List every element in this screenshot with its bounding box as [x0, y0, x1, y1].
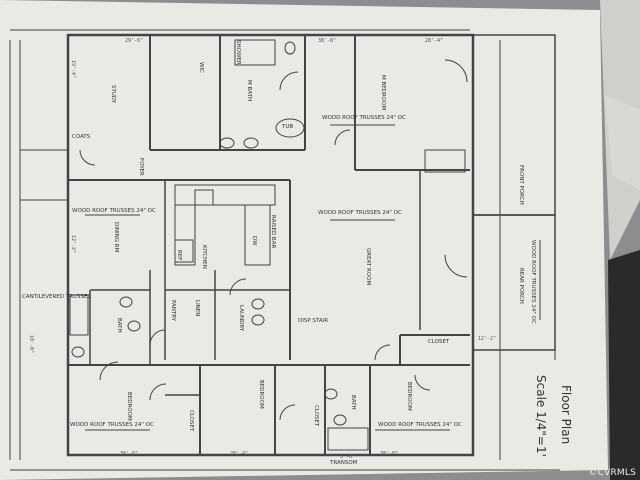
- bedroom-2-label: BEDROOM: [258, 380, 264, 409]
- trusses-note-6: WOOD ROOF TRUSSES 24" OC: [530, 240, 536, 324]
- bath-1-label: BATH: [116, 318, 122, 333]
- bath-2-label: BATH: [350, 395, 356, 410]
- closet-3-label: CLOSET: [313, 405, 319, 427]
- tub-label: TUB: [281, 124, 293, 130]
- closet-1-label: CLOSET: [428, 339, 450, 345]
- dining-label: DINING RM: [113, 222, 119, 253]
- paper: [0, 0, 608, 480]
- kitchen-label: KITCHEN: [201, 245, 207, 269]
- dim-3: 28'-4": [425, 38, 443, 44]
- great-room-label: GREAT ROOM: [365, 248, 371, 285]
- linen-label: LINEN: [194, 300, 200, 316]
- laundry-label: LAUNDRY: [238, 305, 244, 332]
- disp-stair-label: DISP STAIR: [298, 318, 328, 324]
- m-bath-label: M BATH: [246, 80, 252, 101]
- m-bedroom-label: M BEDROOM: [380, 75, 386, 110]
- plan-scale: Scale 1/4"=1': [534, 375, 548, 457]
- dw-label: DW: [251, 236, 257, 246]
- dim-7: 28'-4": [230, 451, 248, 457]
- shower-label: SHOWER: [235, 40, 241, 65]
- bedroom-1-label: BEDROOM: [126, 392, 132, 421]
- trusses-note-5: WOOD ROOF TRUSSES 24" OC: [378, 422, 462, 428]
- wic-label: WIC: [198, 62, 204, 73]
- trusses-note-4: WOOD ROOF TRUSSES 24" OC: [70, 422, 154, 428]
- ref-label: REF: [176, 250, 182, 260]
- study-label: STUDY: [110, 85, 116, 104]
- plan-title: Floor Plan: [559, 385, 573, 444]
- rear-porch-label: REAR PORCH: [518, 268, 524, 304]
- dim-9: 10'-0": [28, 335, 34, 353]
- watermark: ©CVRMLS: [588, 468, 636, 478]
- dim-8: 3'-0": [340, 454, 355, 460]
- dim-6: 38'-8": [120, 451, 138, 457]
- coats-label: COATS: [72, 134, 91, 140]
- closet-2-label: CLOSET: [188, 410, 194, 432]
- raised-bar-label: RAISED BAR: [270, 215, 276, 248]
- cantilevered-label: CANTILEVERED TRUSSES: [22, 294, 91, 300]
- transom-label: TRANSOM: [329, 460, 358, 466]
- bedroom-3-label: BEDROOM: [406, 382, 412, 411]
- trusses-note-1: WOOD ROOF TRUSSES 24" OC: [322, 115, 406, 121]
- dim-11: 38'-8": [380, 451, 398, 457]
- trusses-note-2: WOOD ROOF TRUSSES 24" OC: [318, 210, 402, 216]
- foyer-label: FOYER: [138, 158, 144, 176]
- pantry-label: PANTRY: [170, 300, 176, 322]
- dim-10: 12'-2": [478, 336, 496, 342]
- dim-2: 38'-8": [318, 38, 336, 44]
- dim-5: 12'-2": [70, 235, 76, 253]
- dim-1: 29'-6": [125, 38, 143, 44]
- front-porch-label: FRONT PORCH: [518, 165, 524, 205]
- dim-4: 19'-4": [70, 60, 76, 78]
- trusses-note-3: WOOD ROOF TRUSSES 24" OC: [72, 208, 156, 214]
